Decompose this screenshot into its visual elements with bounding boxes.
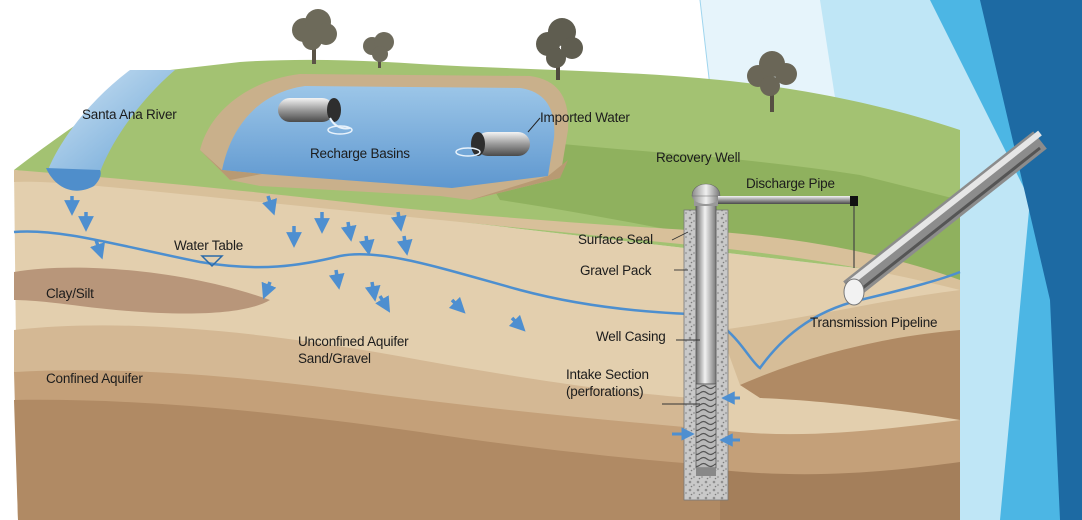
label-perforations: (perforations)	[566, 384, 644, 399]
leader-lines	[662, 231, 700, 405]
recovery-well	[672, 183, 858, 501]
label-discharge-pipe: Discharge Pipe	[746, 176, 835, 191]
label-surface-seal: Surface Seal	[578, 232, 653, 247]
label-well-casing: Well Casing	[596, 329, 666, 344]
label-intake-section: Intake Section	[566, 367, 649, 382]
flow-arrow-icon	[508, 314, 526, 332]
flow-arrow-icon	[390, 211, 407, 232]
label-unconfined-aquifer: Unconfined Aquifer	[298, 334, 409, 349]
water-table-triangle-icon	[200, 255, 224, 268]
inflow-pipe-imported	[455, 117, 541, 157]
tree-icon	[536, 18, 583, 80]
label-transmission-pipeline: Transmission Pipeline	[810, 315, 938, 330]
flow-arrow-icon	[340, 221, 357, 242]
well-casing	[695, 203, 717, 385]
flow-arrow-icon	[448, 296, 466, 314]
tree-icon	[292, 9, 337, 64]
transmission-pipeline	[843, 130, 1047, 306]
intake-screen	[695, 383, 717, 469]
flow-arrow-icon	[358, 235, 375, 256]
flow-arrow-icon	[328, 269, 345, 290]
label-santa-ana-river: Santa Ana River	[82, 107, 177, 122]
water-table-line	[13, 230, 961, 370]
label-recovery-well: Recovery Well	[656, 150, 741, 165]
label-imported-water: Imported Water	[540, 110, 630, 125]
label-water-table: Water Table	[174, 238, 244, 253]
flow-arrow-icon	[262, 195, 277, 216]
label-sand-gravel: Sand/Gravel	[298, 351, 371, 366]
flow-arrow-icon	[261, 281, 277, 300]
label-confined-aquifer: Confined Aquifer	[46, 371, 143, 386]
infiltration-arrows	[64, 195, 526, 332]
flow-arrow-icon	[364, 281, 381, 302]
label-clay-silt: Clay/Silt	[46, 286, 94, 301]
santa-ana-river	[46, 70, 175, 191]
flow-arrow-icon	[396, 235, 413, 256]
tree-icon	[747, 51, 797, 112]
flow-arrow-icon	[90, 239, 105, 260]
inflow-pipe-left	[278, 98, 353, 135]
label-gravel-pack: Gravel Pack	[580, 263, 652, 278]
tree-icon	[363, 32, 394, 68]
flow-arrow-icon	[375, 295, 391, 313]
discharge-pipe	[718, 196, 854, 204]
label-recharge-basins: Recharge Basins	[310, 146, 410, 161]
